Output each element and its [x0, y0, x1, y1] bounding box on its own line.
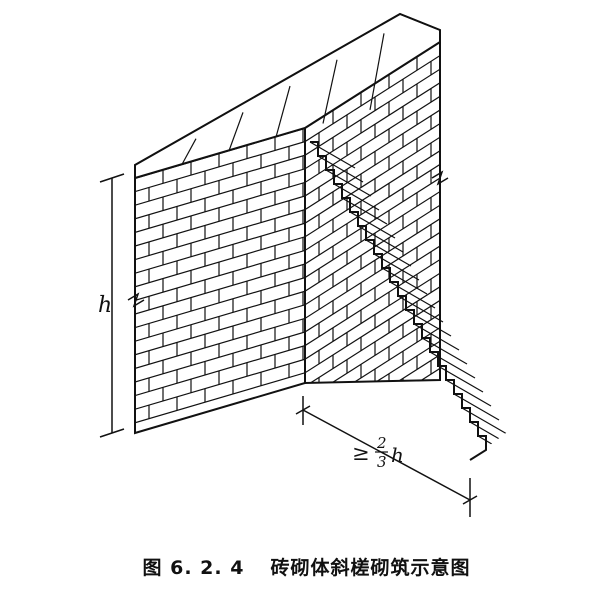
brick-joint [322, 59, 338, 124]
figure-number: 图 6. 2. 4 [142, 557, 245, 579]
brick-joint [305, 95, 440, 183]
brick-joint [135, 345, 305, 397]
brick-joint [305, 177, 440, 265]
brick-wall-diagram: h ≥ 2 3 h [98, 12, 510, 517]
brick-joint [305, 259, 440, 347]
brick-joint [181, 138, 197, 165]
fraction-numerator: 2 [376, 434, 387, 452]
height-label: h [98, 293, 112, 318]
brick-joint [305, 340, 440, 383]
brick-joint [305, 68, 440, 156]
break-marks [127, 170, 449, 308]
fraction-denominator: 3 [377, 453, 387, 471]
figure-caption: 图 6. 2. 4 砖砌体斜槎砌筑示意图 [0, 553, 613, 580]
brick-joint [275, 85, 291, 138]
height-dimension [99, 173, 125, 438]
brick-joint [135, 209, 305, 261]
brick-joint [305, 123, 440, 211]
brick-joint [305, 150, 440, 238]
wall-top [134, 12, 441, 180]
brick-joint [305, 231, 440, 319]
brick-joint [135, 236, 305, 288]
brick-joint [135, 290, 305, 342]
brick-joint [135, 263, 305, 315]
brick-joint [305, 381, 440, 383]
brick-joint [369, 33, 385, 110]
brick-joint [228, 112, 244, 151]
length-dimension [295, 396, 478, 517]
length-prefix: ≥ [352, 441, 370, 465]
brick-joint [477, 435, 510, 460]
brick-joint [305, 313, 440, 383]
length-var: h [391, 443, 404, 467]
brick-joint [135, 181, 305, 233]
figure-title: 砖砌体斜槎砌筑示意图 [270, 557, 471, 579]
brick-joint [135, 372, 305, 424]
brick-joint [305, 204, 440, 292]
stepped-slope [309, 141, 510, 461]
brick-joint [135, 317, 305, 369]
left-wall-face [134, 126, 306, 435]
brick-joint [305, 286, 440, 374]
brick-joint [135, 154, 305, 206]
